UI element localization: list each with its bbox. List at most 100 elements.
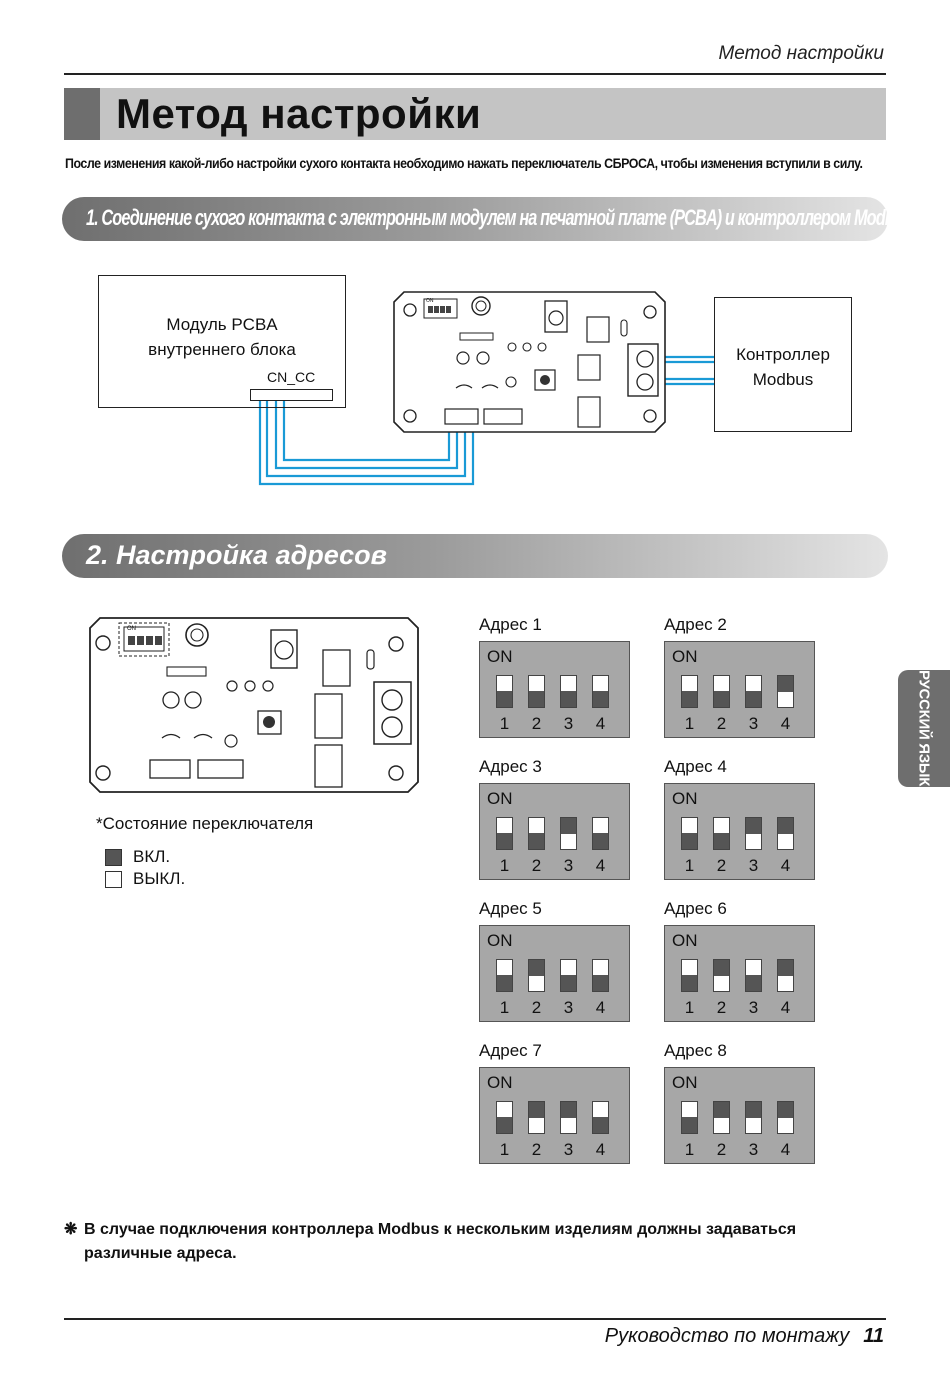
dip-switch-3-on [560, 817, 577, 850]
cn-cc-label: CN_CC [267, 369, 316, 385]
intro-text: После изменения какой-либо настройки сух… [65, 156, 863, 171]
dip-switch-number: 2 [716, 1140, 727, 1159]
dip-switch-4-on [777, 1101, 794, 1134]
dip-switch-number: 4 [780, 714, 791, 733]
dip-switch-2-on [528, 1101, 545, 1134]
pcba-module-line1: Модуль PCBA [166, 315, 278, 334]
dip-switch-number: 4 [595, 998, 606, 1017]
pcba-module-line2: внутреннего блока [148, 340, 296, 359]
dip-switch-knob [714, 960, 729, 976]
dip-switch-number: 3 [748, 1140, 759, 1159]
dip-on-label: ON [672, 1073, 698, 1092]
dip-switch-number: 2 [716, 998, 727, 1017]
dip-on-label: ON [672, 789, 698, 808]
dip-switch-number: 1 [499, 856, 510, 875]
address-1-label: Адрес 1 [479, 615, 542, 634]
dip-switch-1-off [681, 959, 698, 992]
dip-switch-1-off [496, 817, 513, 850]
section1-heading-bar [62, 197, 888, 241]
dip-on-label: ON [487, 789, 513, 808]
dip-switch-3-on [745, 817, 762, 850]
dip-switch-knob [746, 691, 761, 707]
dip-switch-knob [529, 833, 544, 849]
dip-switch-knob [561, 975, 576, 991]
dip-switch-1-off [496, 1101, 513, 1134]
dip-switch-2-off [528, 817, 545, 850]
modbus-controller-label: Контроллер Modbus [714, 342, 852, 392]
dip-switch-knob [714, 1102, 729, 1118]
running-header: Метод настройки [718, 43, 884, 64]
dip-switch-4-off [592, 1101, 609, 1134]
pcb-board-diagram-1 [393, 291, 666, 433]
dip-switch-number: 3 [748, 998, 759, 1017]
dip-switch-knob [714, 691, 729, 707]
dip-switch-knob [714, 833, 729, 849]
dip-switch-4-off [592, 959, 609, 992]
dip-switch-number: 1 [684, 856, 695, 875]
address-8-label: Адрес 8 [664, 1041, 727, 1060]
dip-switch-2-on [713, 959, 730, 992]
dip-on-label: ON [487, 647, 513, 666]
dip-switch-1-off [681, 1101, 698, 1134]
dip-switch-knob [593, 975, 608, 991]
dip-switch-number: 4 [595, 714, 606, 733]
dip-switch-number: 4 [780, 856, 791, 875]
dip-switch-3-on [745, 1101, 762, 1134]
dip-switch-number: 3 [563, 998, 574, 1017]
dip-switch-4-off [592, 675, 609, 708]
dip-switch-number: 2 [716, 714, 727, 733]
dip-switch-knob [778, 676, 793, 692]
dip-switch-1-off [496, 675, 513, 708]
footer-text: Руководство по монтажу [604, 1325, 850, 1347]
dip-switch-3-off [745, 675, 762, 708]
legend-off-label: ВЫКЛ. [133, 869, 186, 888]
modbus-controller-box [714, 297, 852, 432]
dip-switch-number: 1 [499, 998, 510, 1017]
top-rule [64, 73, 886, 75]
legend-off-swatch [105, 871, 122, 888]
dip-switch-number: 4 [780, 998, 791, 1017]
modbus-controller-line2: Modbus [752, 370, 814, 389]
dip-switch-2-off [713, 817, 730, 850]
dip-switch-number: 4 [595, 1140, 606, 1159]
dip-switch-knob [561, 691, 576, 707]
language-side-tab-label: РУССКИЙ ЯЗЫК [915, 670, 933, 787]
dip-switch-knob [497, 1117, 512, 1133]
dip-switch-3-off [560, 959, 577, 992]
note: ❋ В случае подключения контроллера Modbu… [64, 1218, 884, 1266]
section2-heading: 2. Настройка адресов [86, 540, 387, 570]
legend-on-label: ВКЛ. [133, 847, 171, 866]
language-side-tab [898, 670, 950, 787]
dip-switch-number: 2 [531, 714, 542, 733]
dip-switch-3-on [560, 1101, 577, 1134]
dip-switch-number: 1 [499, 1140, 510, 1159]
address-5-dip-switch: ON 1 2 3 4 [479, 925, 630, 1022]
dip-switch-4-on [777, 817, 794, 850]
dip-switch-1-off [496, 959, 513, 992]
dip-switch-knob [593, 833, 608, 849]
dip-switch-number: 1 [684, 714, 695, 733]
dip-switch-number: 2 [531, 998, 542, 1017]
dip-switch-number: 3 [563, 856, 574, 875]
note-text: В случае подключения контроллера Modbus … [84, 1221, 797, 1262]
page-title: Метод настройки [116, 90, 482, 137]
address-2-label: Адрес 2 [664, 615, 727, 634]
dip-switch-knob [778, 1102, 793, 1118]
title-tab [64, 88, 100, 140]
dip-switch-4-off [592, 817, 609, 850]
address-3-label: Адрес 3 [479, 757, 542, 776]
dip-switch-number: 1 [684, 998, 695, 1017]
address-5-label: Адрес 5 [479, 899, 542, 918]
dip-switch-2-off [528, 675, 545, 708]
dip-switch-knob [746, 1102, 761, 1118]
dip-switch-3-off [560, 675, 577, 708]
dip-switch-1-off [681, 817, 698, 850]
dip-switch-knob [497, 975, 512, 991]
title-bar [64, 88, 886, 140]
legend-title: *Состояние переключателя [96, 814, 314, 833]
dip-switch-knob [561, 818, 576, 834]
dip-on-label: ON [487, 931, 513, 950]
dip-on-label: ON [487, 1073, 513, 1092]
